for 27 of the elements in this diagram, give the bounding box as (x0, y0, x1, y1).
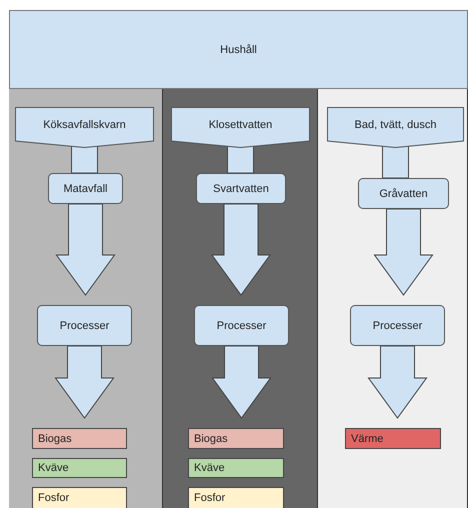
output-box: Fosfor (188, 487, 284, 508)
column-panel (9, 89, 163, 508)
source-banner: Bad, tvätt, dusch (327, 107, 464, 148)
output-box: Värme (345, 428, 441, 449)
block-arrow (374, 208, 434, 296)
block-arrow (212, 346, 272, 419)
block-arrow (368, 346, 428, 419)
output-box: Kväve (188, 458, 284, 478)
source-banner: Klosettvatten (171, 107, 310, 148)
block-arrow (56, 204, 116, 296)
source-banner: Köksavfallskvarn (15, 107, 154, 148)
block-arrow (382, 144, 409, 178)
output-box: Biogas (188, 428, 284, 449)
column-panel (163, 89, 318, 508)
process-box: Processer (194, 305, 289, 346)
process-box: Processer (37, 305, 132, 346)
column-panel (318, 89, 468, 508)
household-band: Hushåll (9, 10, 468, 89)
process-box: Matavfall (48, 173, 123, 204)
process-box: Gråvatten (358, 178, 449, 209)
output-box: Kväve (32, 458, 127, 478)
block-arrow (211, 204, 271, 296)
block-arrow (54, 346, 114, 419)
output-box: Fosfor (32, 487, 127, 508)
process-box: Processer (350, 305, 445, 346)
process-box: Svartvatten (196, 173, 286, 204)
output-box: Biogas (32, 428, 127, 449)
